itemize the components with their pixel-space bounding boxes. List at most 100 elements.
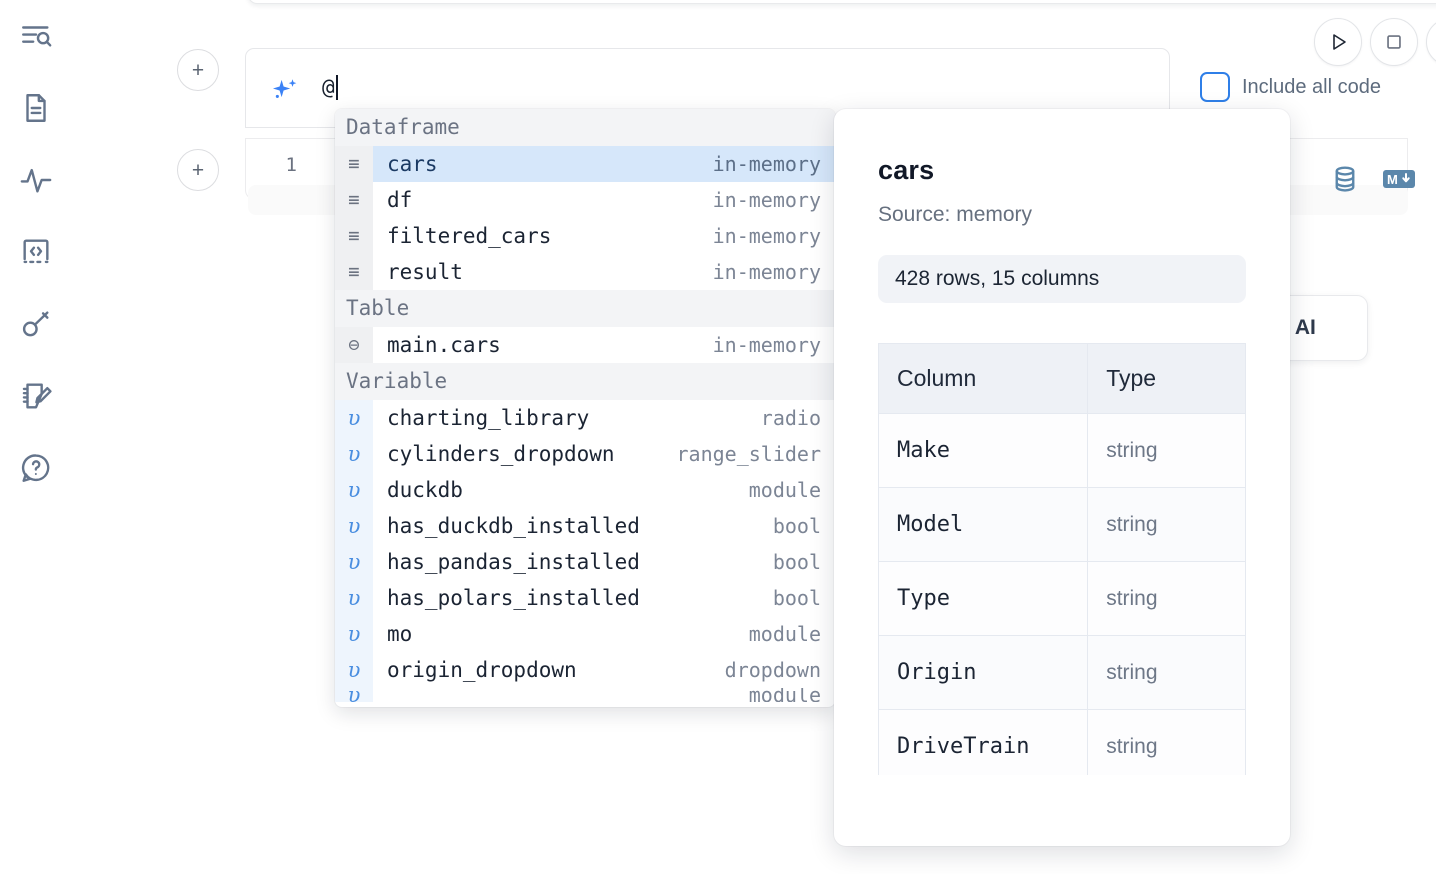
autocomplete-item-type: dropdown xyxy=(724,658,821,682)
autocomplete-item-type: range_slider xyxy=(676,442,822,466)
more-actions-button[interactable] xyxy=(1426,18,1436,66)
schema-column-name: Model xyxy=(878,487,1089,562)
variable-icon: υ xyxy=(335,652,373,688)
add-cell-button-top[interactable]: + xyxy=(177,49,219,91)
autocomplete-item-name: cars xyxy=(387,152,438,176)
include-all-code-row[interactable]: Include all code xyxy=(1200,72,1381,102)
autocomplete-item-name: mo xyxy=(387,622,413,646)
autocomplete-item[interactable]: υ has_polars_installed bool xyxy=(335,580,835,616)
sidebar-rail xyxy=(0,0,72,874)
autocomplete-item-type: in-memory xyxy=(712,224,821,248)
activity-icon[interactable] xyxy=(12,156,60,204)
autocomplete-item-type: bool xyxy=(772,514,821,538)
autocomplete-item-name: filtered_cars xyxy=(387,224,552,248)
help-chat-icon[interactable] xyxy=(12,444,60,492)
autocomplete-item-name: origin_dropdown xyxy=(387,658,577,682)
detail-stats-badge: 428 rows, 15 columns xyxy=(878,255,1246,303)
add-cell-button-bottom[interactable]: + xyxy=(177,149,219,191)
svg-text:M: M xyxy=(1387,172,1398,187)
notebook-pencil-icon[interactable] xyxy=(12,372,60,420)
variable-icon: υ xyxy=(335,544,373,580)
autocomplete-item[interactable]: ≡ filtered_cars in-memory xyxy=(335,218,835,254)
schema-column-type: string xyxy=(1087,635,1246,710)
variable-icon: υ xyxy=(335,508,373,544)
code-brackets-icon[interactable] xyxy=(12,228,60,276)
autocomplete-item[interactable]: υpdmodule xyxy=(335,688,835,702)
autocomplete-item[interactable]: υ cylinders_dropdown range_slider xyxy=(335,436,835,472)
autocomplete-item[interactable]: υ has_duckdb_installed bool xyxy=(335,508,835,544)
cell-above-shadow xyxy=(248,0,1436,4)
autocomplete-group-header: Variable xyxy=(335,363,835,400)
variable-icon: υ xyxy=(335,472,373,508)
stop-button[interactable] xyxy=(1370,18,1418,66)
variable-icon: υ xyxy=(335,436,373,472)
autocomplete-item[interactable]: υ origin_dropdown dropdown xyxy=(335,652,835,688)
autocomplete-group-header: Dataframe xyxy=(335,109,835,146)
variable-icon: υ xyxy=(335,580,373,616)
autocomplete-item-type: module xyxy=(748,478,821,502)
autocomplete-item-type: in-memory xyxy=(712,260,821,284)
cell-toolbar-icons: M xyxy=(1330,164,1416,194)
schema-column-name: Type xyxy=(878,561,1089,636)
markdown-icon[interactable]: M xyxy=(1382,167,1416,191)
table-icon: ⊖ xyxy=(335,327,373,363)
dataframe-icon: ≡ xyxy=(335,182,373,218)
schema-column-header: Type xyxy=(1087,343,1246,414)
schema-column-type: string xyxy=(1087,413,1246,488)
autocomplete-item-name: has_duckdb_installed xyxy=(387,514,640,538)
autocomplete-item-type: bool xyxy=(772,550,821,574)
schema-column-name: Origin xyxy=(878,635,1089,710)
file-icon[interactable] xyxy=(12,84,60,132)
database-icon[interactable] xyxy=(1330,164,1360,194)
schema-column-type: string xyxy=(1087,709,1246,775)
include-all-code-checkbox[interactable] xyxy=(1200,72,1230,102)
schema-column-name: DriveTrain xyxy=(878,709,1089,775)
dataframe-icon: ≡ xyxy=(335,146,373,182)
schema-column-type: string xyxy=(1087,561,1246,636)
autocomplete-item[interactable]: ≡ result in-memory xyxy=(335,254,835,290)
run-button[interactable] xyxy=(1314,18,1362,66)
completion-detail-panel: cars Source: memory 428 rows, 15 columns… xyxy=(834,109,1290,846)
autocomplete-item-name: charting_library xyxy=(387,406,590,430)
include-all-code-label: Include all code xyxy=(1242,75,1381,98)
detail-title: cars xyxy=(878,155,935,185)
line-number: 1 xyxy=(285,154,297,176)
text-caret xyxy=(335,75,338,100)
dataframe-icon: ≡ xyxy=(335,254,373,290)
autocomplete-item-name: duckdb xyxy=(387,478,463,502)
autocomplete-item-name: cylinders_dropdown xyxy=(387,442,615,466)
autocomplete-item-name: has_polars_installed xyxy=(387,586,640,610)
key-icon[interactable] xyxy=(12,300,60,348)
dataframe-icon: ≡ xyxy=(335,218,373,254)
autocomplete-item-type: bool xyxy=(772,586,821,610)
autocomplete-item-type: in-memory xyxy=(712,333,821,357)
variable-icon: υ xyxy=(335,616,373,652)
variable-icon: υ xyxy=(335,688,373,702)
autocomplete-item-name: result xyxy=(387,260,463,284)
autocomplete-item-type: module xyxy=(748,622,821,646)
autocomplete-item-type: in-memory xyxy=(712,188,821,212)
autocomplete-group-header: Table xyxy=(335,290,835,327)
schema-column-header: Column xyxy=(878,343,1089,414)
sparkles-icon xyxy=(268,75,302,109)
prompt-value: @ xyxy=(322,75,338,100)
explorer-search-icon[interactable] xyxy=(12,12,60,60)
